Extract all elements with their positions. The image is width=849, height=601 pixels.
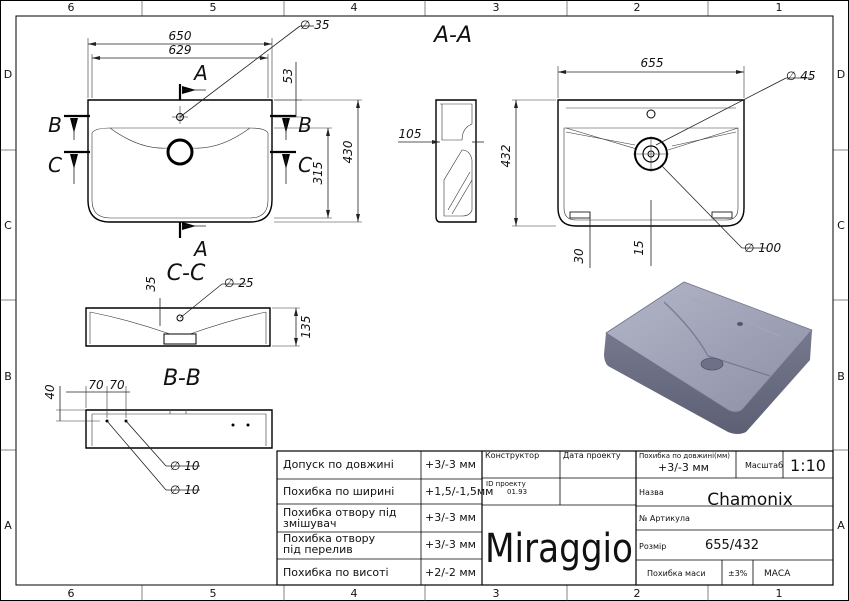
section-aa-view: A-A 105 (398, 23, 484, 223)
dim-15: 15 (632, 240, 646, 255)
project-id-value: 01.93 (507, 488, 527, 496)
mass-deviation-value: ±3% (728, 569, 748, 578)
col-label-top-2: 2 (634, 1, 641, 14)
scale-label: Масштаб (745, 461, 783, 470)
size-value: 655/432 (705, 538, 759, 553)
dim-hole-35: ∅ 35 (300, 18, 330, 32)
front-view: 655 ∅ 45 ∅ 100 432 30 15 (499, 56, 816, 268)
col-label-bottom-6: 6 (68, 587, 75, 600)
section-bb-view: B-B 40 70 70 ∅ 10 ∅ 10 (43, 366, 273, 497)
scale-value: 1:10 (790, 456, 826, 475)
mass-label: МАСА (764, 569, 791, 579)
dim-section-105: 105 (399, 127, 422, 141)
section-cc-title: C-C (167, 261, 206, 286)
dim-cc-35: 35 (144, 276, 158, 291)
dim-width-629: 629 (169, 43, 192, 57)
product-name: Chamonix (707, 490, 793, 510)
dim-overflow-45: ∅ 45 (786, 69, 816, 83)
section-c-label-right: C (298, 153, 312, 177)
row-label-right-a: A (837, 519, 845, 532)
article-label: № Артикула (639, 514, 690, 523)
col-label-top-6: 6 (68, 1, 75, 14)
tolerance-row-4-value: +3/-3 мм (425, 538, 476, 551)
project-id-label: ID проекту (486, 480, 526, 488)
row-label-left-c: C (4, 219, 12, 232)
dim-depth-430: 430 (341, 140, 355, 163)
section-a-label-top: A (192, 61, 208, 85)
dim-bb-hole-1: ∅ 10 (170, 459, 200, 473)
tolerance-row-1-value: +3/-3 мм (425, 458, 476, 471)
col-label-top-5: 5 (210, 1, 217, 14)
project-date-label: Дата проекту (563, 451, 621, 460)
row-label-right-b: B (837, 370, 845, 383)
mass-deviation-label: Похибка маси (647, 569, 706, 578)
col-label-bottom-3: 3 (493, 587, 500, 600)
tolerance-row-1-label: Допуск по довжині (283, 458, 394, 471)
section-b-label-left: B (48, 113, 62, 137)
col-label-bottom-4: 4 (351, 587, 358, 600)
col-label-bottom-1: 1 (776, 587, 783, 600)
length-deviation-label: Похибка по довжині(мм) (639, 452, 730, 460)
section-b-label-right: B (298, 113, 312, 137)
row-label-right-d: D (837, 68, 845, 81)
title-block: Допуск по довжині +3/-3 мм Похибка по ши… (276, 450, 834, 586)
tolerance-row-2-value: +1,5/-1,5мм (425, 485, 493, 498)
row-label-left-d: D (4, 68, 12, 81)
col-label-top-1: 1 (776, 1, 783, 14)
dim-bb-70-b: 70 (109, 378, 125, 392)
section-bb-title: B-B (163, 366, 201, 391)
length-deviation-value: +3/-3 мм (658, 461, 709, 474)
col-label-bottom-2: 2 (634, 587, 641, 600)
dim-drain-100: ∅ 100 (744, 241, 782, 255)
basin-3d-render (604, 281, 813, 434)
row-label-right-c: C (837, 219, 845, 232)
dim-bb-70-a: 70 (88, 378, 104, 392)
dim-bowl-315: 315 (311, 162, 325, 185)
dim-bb-40: 40 (43, 384, 57, 400)
dim-30: 30 (572, 248, 586, 264)
dim-offset-53: 53 (281, 68, 295, 83)
col-label-top-4: 4 (351, 1, 358, 14)
col-label-top-3: 3 (493, 1, 500, 14)
dim-front-height-432: 432 (499, 145, 513, 168)
section-c-label-left: C (48, 153, 62, 177)
row-label-left-b: B (4, 370, 12, 383)
tolerance-row-2-label: Похибка по ширині (283, 485, 394, 498)
tolerance-row-5-label: Похибка по висоті (283, 566, 389, 579)
tolerance-row-3-value: +3/-3 мм (425, 511, 476, 524)
section-a-label-bottom: A (192, 237, 208, 261)
row-label-left-a: A (4, 519, 12, 532)
section-aa-title: A-A (432, 23, 472, 48)
dim-front-width-655: 655 (641, 56, 664, 70)
dim-cc-135: 135 (299, 316, 313, 339)
designer-label: Конструктор (485, 451, 539, 460)
dim-width-650: 650 (169, 29, 192, 43)
name-label: Назва (639, 488, 664, 497)
dim-bb-hole-2: ∅ 10 (170, 483, 200, 497)
section-cc-view: C-C 35 ∅ 25 135 (85, 261, 313, 347)
size-label: Розмір (639, 542, 666, 551)
top-view: A A B B C C 650 629 ∅ 35 (48, 18, 362, 261)
brand-logo-text: Miraggio (485, 526, 633, 572)
col-label-bottom-5: 5 (210, 587, 217, 600)
dim-cc-hole-25: ∅ 25 (224, 276, 254, 290)
tolerance-row-5-value: +2/-2 мм (425, 566, 476, 579)
